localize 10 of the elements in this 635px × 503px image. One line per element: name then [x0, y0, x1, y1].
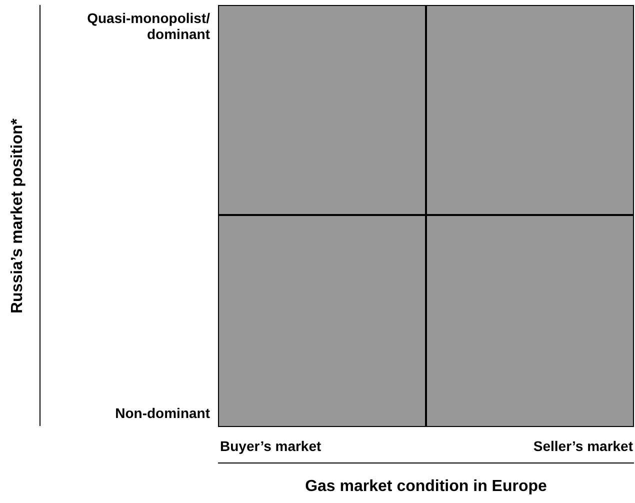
quadrant-box — [218, 215, 426, 427]
axis-category-label: Non-dominant — [114, 405, 210, 421]
axis-category-label: Seller’s market — [532, 438, 633, 454]
quadrant-box — [426, 215, 634, 427]
quadrant-box — [426, 5, 634, 215]
quadrant-box — [218, 5, 426, 215]
axis-category-label: Buyer’s market — [220, 438, 322, 454]
axis-title: Russia’s market position* — [9, 117, 27, 316]
axis-category-label: Quasi-monopolist/ dominant — [86, 10, 210, 42]
axis-title: Gas market condition in Europe — [304, 478, 548, 496]
